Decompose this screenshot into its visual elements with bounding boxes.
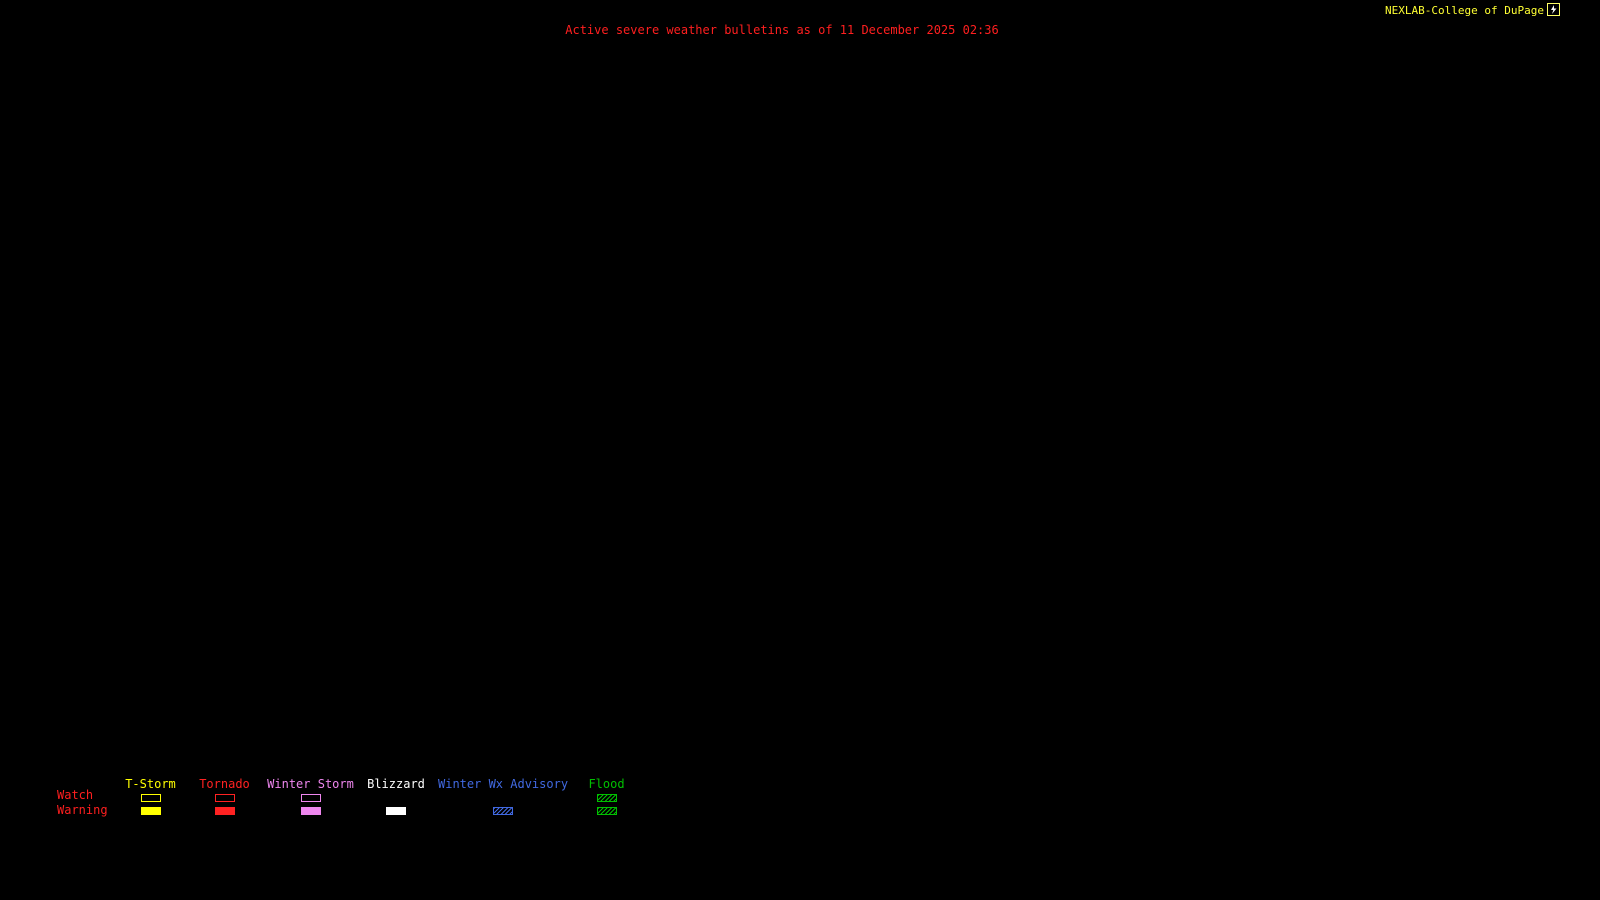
blizzard-label: Blizzard <box>367 777 425 791</box>
legend-row-label-watch: Watch <box>57 788 94 802</box>
tstorm-label: T-Storm <box>125 777 176 791</box>
legend-col-tornado: Tornado <box>199 778 250 815</box>
nexlab-logo-icon <box>1547 3 1560 16</box>
legend-col-tstorm: T-Storm <box>125 778 176 815</box>
tstorm-warning-swatch <box>140 807 161 815</box>
flood-label: Flood <box>588 777 625 791</box>
legend-col-flood: Flood <box>588 778 625 815</box>
winter-wx-advisory-label: Winter Wx Advisory <box>438 777 569 791</box>
bulletin-title: Active severe weather bulletins as of 11… <box>565 23 999 37</box>
legend-col-winter-wx-advisory: Winter Wx Advisory <box>438 778 568 815</box>
winter-storm-warning-swatch <box>300 807 321 815</box>
tornado-watch-swatch <box>214 794 235 802</box>
winter-storm-label: Winter Storm <box>267 777 354 791</box>
winter-storm-watch-swatch <box>300 794 321 802</box>
flood-warning-swatch <box>596 807 617 815</box>
blizzard-warning-swatch <box>386 807 406 815</box>
flood-watch-swatch <box>596 794 617 802</box>
winter-wx-advisory-warning-swatch <box>493 807 513 815</box>
attribution-text: NEXLAB-College of DuPage <box>1385 4 1544 17</box>
tornado-label: Tornado <box>199 777 250 791</box>
legend-row-label-warning: Warning <box>57 803 108 817</box>
tornado-warning-swatch <box>214 807 235 815</box>
legend-col-blizzard: Blizzard <box>367 778 425 815</box>
legend-col-winter-storm: Winter Storm <box>267 778 354 815</box>
legend: Watch Warning T-Storm Tornado Winter Sto… <box>0 770 720 830</box>
tstorm-watch-swatch <box>140 794 161 802</box>
